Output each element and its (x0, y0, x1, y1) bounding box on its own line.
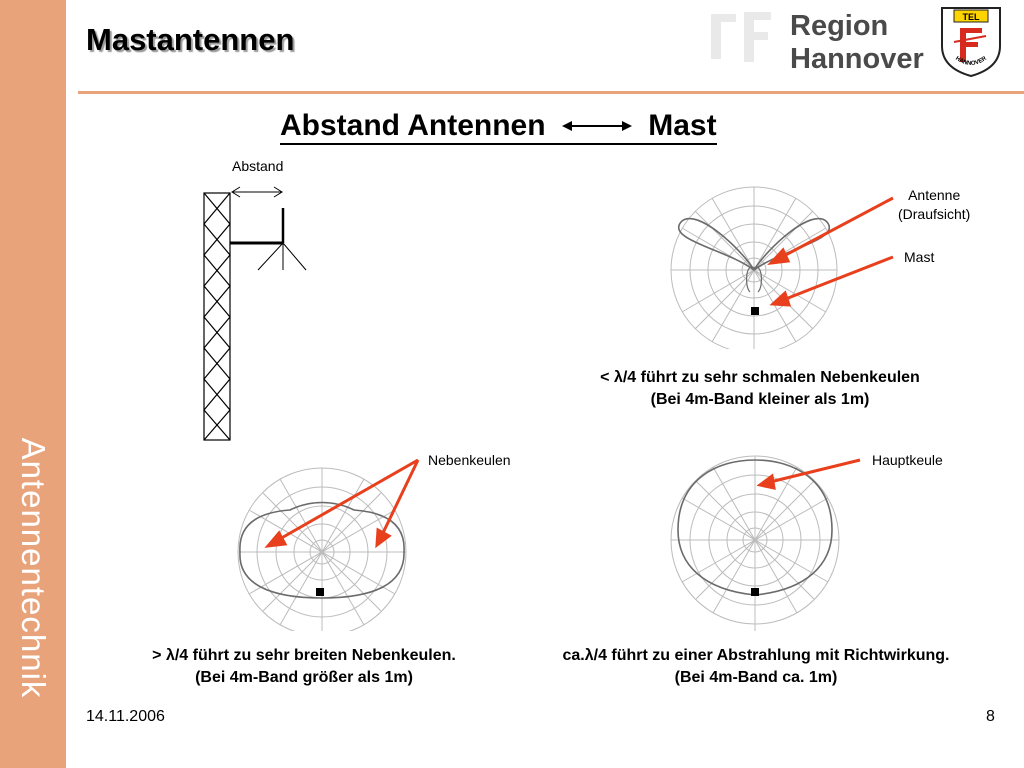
label-antenne-line2: (Draufsicht) (898, 206, 971, 222)
footer-date: 14.11.2006 (86, 708, 165, 725)
slide-title: Abstand Antennen Mast (280, 108, 717, 146)
caption-wide: > λ/4 führt zu sehr breiten Nebenkeulen.… (104, 645, 504, 689)
callout-arrows (264, 196, 894, 549)
distance-arrow (231, 186, 283, 198)
caption-directional: ca.λ/4 führt zu einer Abstrahlung mit Ri… (508, 645, 1004, 689)
caption-directional-line2: (Bei 4m-Band ca. 1m) (674, 669, 838, 686)
sidebar: Antennentechnik (0, 0, 66, 768)
mast-marker-icon (751, 307, 759, 315)
antenna-sketch (230, 208, 307, 271)
mast-marker-icon (316, 588, 324, 596)
header-divider (78, 91, 1024, 94)
region-logo-text: Region Hannover (790, 10, 924, 76)
label-abstand: Abstand (232, 158, 284, 174)
svg-text:HANNOVER: HANNOVER (954, 55, 988, 67)
label-nebenkeulen: Nebenkeulen (428, 452, 511, 468)
label-antenne-line1: Antenne (908, 187, 961, 203)
page-title: Mastantennen (86, 22, 295, 57)
caption-narrow-line2: (Bei 4m-Band kleiner als 1m) (650, 391, 870, 408)
polar-plot-narrow (670, 186, 842, 359)
shield-text-bottom: HANNOVER (954, 55, 988, 67)
slide-title-left: Abstand Antennen (280, 109, 546, 143)
label-mast: Mast (904, 249, 935, 265)
shield-text-top: TEL (963, 12, 981, 22)
slide-title-right: Mast (648, 109, 717, 143)
mast-marker-icon (751, 588, 759, 596)
label-hauptkeule: Hauptkeule (872, 452, 943, 468)
watermark-logo (711, 12, 771, 62)
region-line-2: Hannover (790, 43, 924, 75)
label-antenne: Antenne (Draufsicht) (898, 186, 970, 224)
caption-narrow-line1: < λ/4 führt zu sehr schmalen Nebenkeulen (600, 369, 920, 386)
polar-plot-wide (236, 467, 411, 643)
double-arrow-icon (561, 121, 632, 132)
caption-narrow: < λ/4 führt zu sehr schmalen Nebenkeulen… (560, 367, 960, 411)
caption-wide-line2: (Bei 4m-Band größer als 1m) (195, 669, 413, 686)
caption-directional-line1: ca.λ/4 führt zu einer Abstrahlung mit Ri… (562, 647, 950, 664)
polar-plot-directional (670, 455, 845, 643)
caption-wide-line1: > λ/4 führt zu sehr breiten Nebenkeulen. (152, 647, 456, 664)
mast-tower (203, 192, 231, 441)
region-line-1: Region (790, 10, 889, 42)
page-number: 8 (986, 708, 995, 725)
tel-shield-logo: TEL HANNOVER (941, 7, 1001, 78)
